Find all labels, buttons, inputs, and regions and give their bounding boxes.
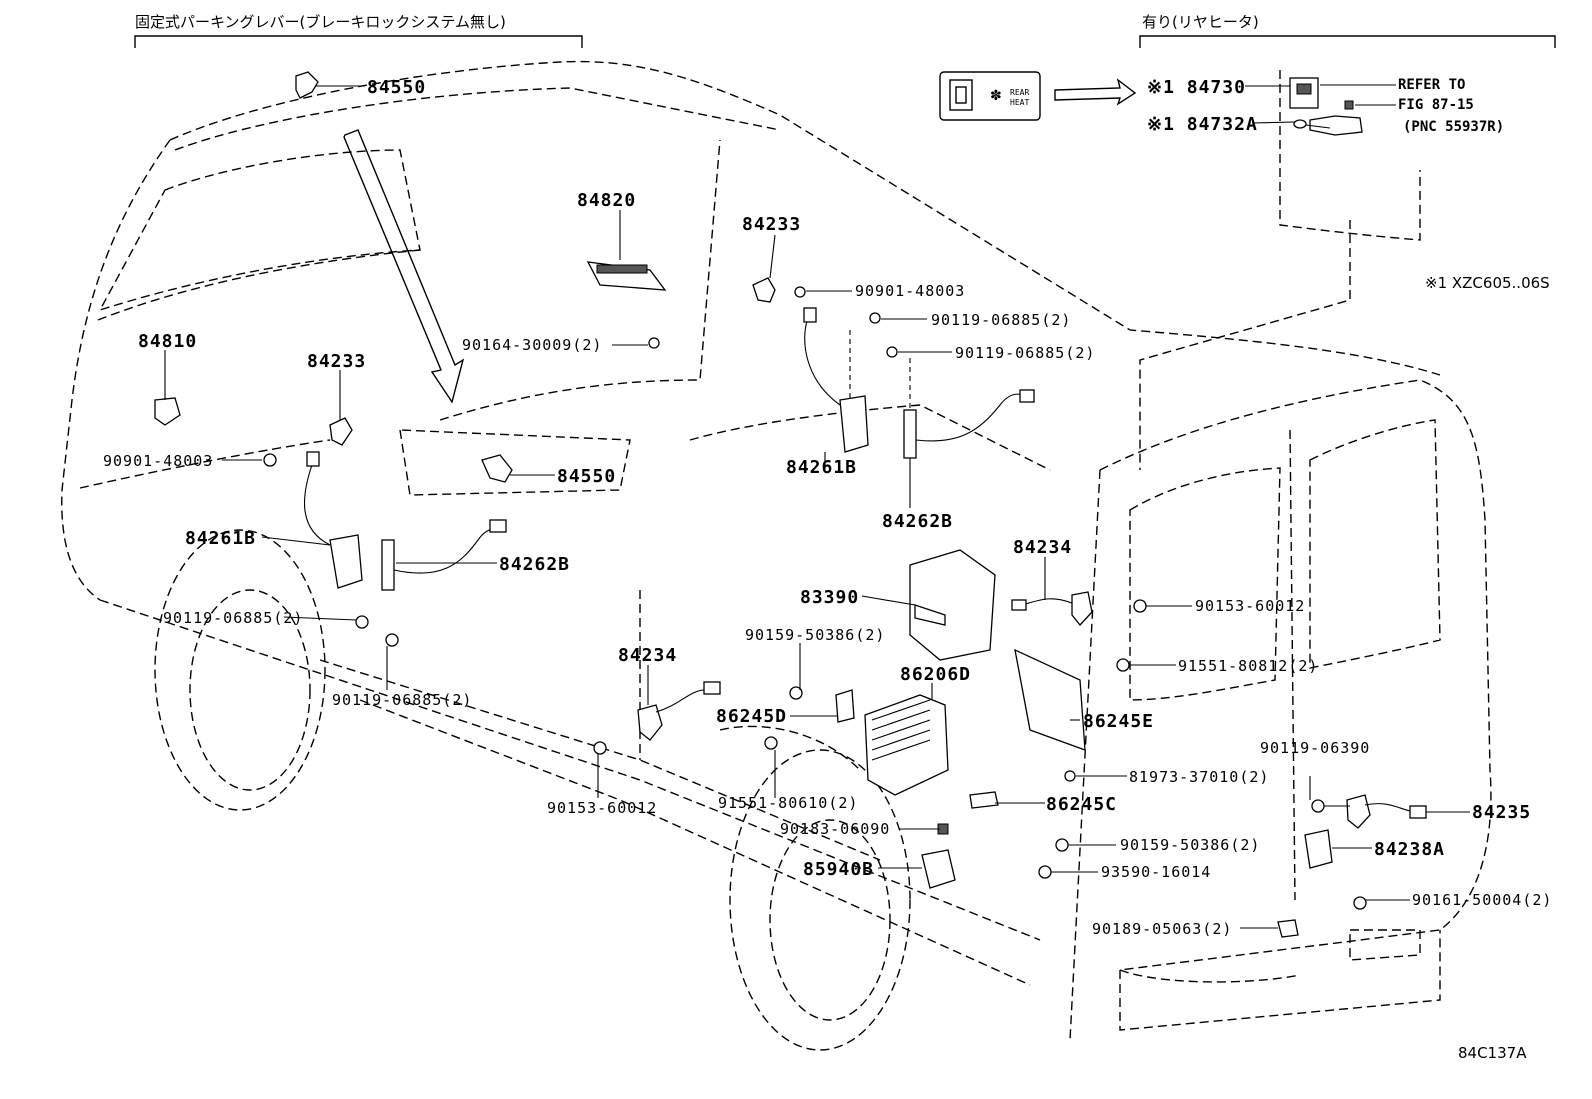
label-90161: 90161-50004(2)	[1412, 891, 1552, 909]
label-90153-right: 90153-60012	[1195, 597, 1305, 615]
label-86245e: 86245E	[1083, 711, 1154, 732]
label-84234-right: 84234	[1013, 537, 1072, 558]
label-90119-b: 90119-06885(2)	[955, 344, 1095, 362]
label-84730: ※1 84730	[1147, 77, 1246, 98]
label-84820: 84820	[577, 190, 636, 211]
label-86245c: 86245C	[1046, 794, 1117, 815]
switch-arrow	[1054, 78, 1137, 106]
leader-lines	[164, 85, 1470, 929]
label-91551-80610: 91551-80610(2)	[718, 794, 858, 812]
label-93590: 93590-16014	[1101, 863, 1211, 881]
label-90189: 90189-05063(2)	[1092, 920, 1232, 938]
label-84810: 84810	[138, 331, 197, 352]
label-83390: 83390	[800, 587, 859, 608]
label-84262b-right: 84262B	[882, 511, 953, 532]
label-90153-left: 90153-60012	[547, 799, 657, 817]
label-91551-80812: 91551-80812(2)	[1178, 657, 1318, 675]
label-84550-mid: 84550	[557, 466, 616, 487]
rear-heat-line2: HEAT	[1010, 98, 1029, 107]
label-84261b-right: 84261B	[786, 457, 857, 478]
rear-heater-switch-part	[1289, 77, 1363, 136]
refer-line1: REFER TO	[1398, 77, 1465, 93]
part-labels: 84550 84820 84810 84233 84233 90901-4800…	[103, 77, 1552, 938]
label-90901-left: 90901-48003	[103, 452, 213, 470]
refer-line2: FIG 87-15	[1398, 97, 1474, 113]
label-84234-left: 84234	[618, 645, 677, 666]
header-left-text: 固定式パーキングレバー(ブレーキロックシステム無し)	[135, 13, 506, 31]
label-84233-left: 84233	[307, 351, 366, 372]
label-84262b-left: 84262B	[499, 554, 570, 575]
figure-code: 84C137A	[1458, 1044, 1527, 1062]
label-90159-top: 90159-50386(2)	[745, 626, 885, 644]
fan-icon: ✽	[990, 88, 1002, 104]
label-84261b-left: 84261B	[185, 528, 256, 549]
van-body-outline	[61, 60, 1492, 1051]
label-86245d: 86245D	[716, 706, 787, 727]
label-86206d: 86206D	[900, 664, 971, 685]
rear-heat-line1: REAR	[1010, 88, 1029, 97]
parts-shapes	[154, 71, 1427, 938]
label-90119-d: 90119-06885(2)	[332, 691, 472, 709]
refer-line3: (PNC 55937R)	[1403, 119, 1504, 135]
label-90901-right: 90901-48003	[855, 282, 965, 300]
label-81973: 81973-37010(2)	[1129, 768, 1269, 786]
pointer-arrow	[343, 129, 465, 404]
label-85940b: 85940B	[803, 859, 874, 880]
label-84233-right: 84233	[742, 214, 801, 235]
label-90183: 90183-06090	[780, 820, 890, 838]
label-90159-bottom: 90159-50386(2)	[1120, 836, 1260, 854]
header-right: 有り(リヤヒータ)	[1139, 13, 1556, 48]
label-90119-a: 90119-06885(2)	[931, 311, 1071, 329]
label-84550-top: 84550	[367, 77, 426, 98]
header-right-text: 有り(リヤヒータ)	[1142, 13, 1259, 31]
label-90164: 90164-30009(2)	[462, 336, 602, 354]
header-left: 固定式パーキングレバー(ブレーキロックシステム無し)	[134, 13, 583, 48]
label-84732a: ※1 84732A	[1147, 114, 1258, 135]
note-text: ※1 XZC605..06S	[1425, 274, 1550, 292]
rear-heat-switch-icon: ✽ REAR HEAT	[939, 71, 1041, 121]
label-84235: 84235	[1472, 802, 1531, 823]
label-84238a: 84238A	[1374, 839, 1445, 860]
label-90119-c: 90119-06885(2)	[163, 609, 303, 627]
label-90119-06390: 90119-06390	[1260, 739, 1370, 757]
